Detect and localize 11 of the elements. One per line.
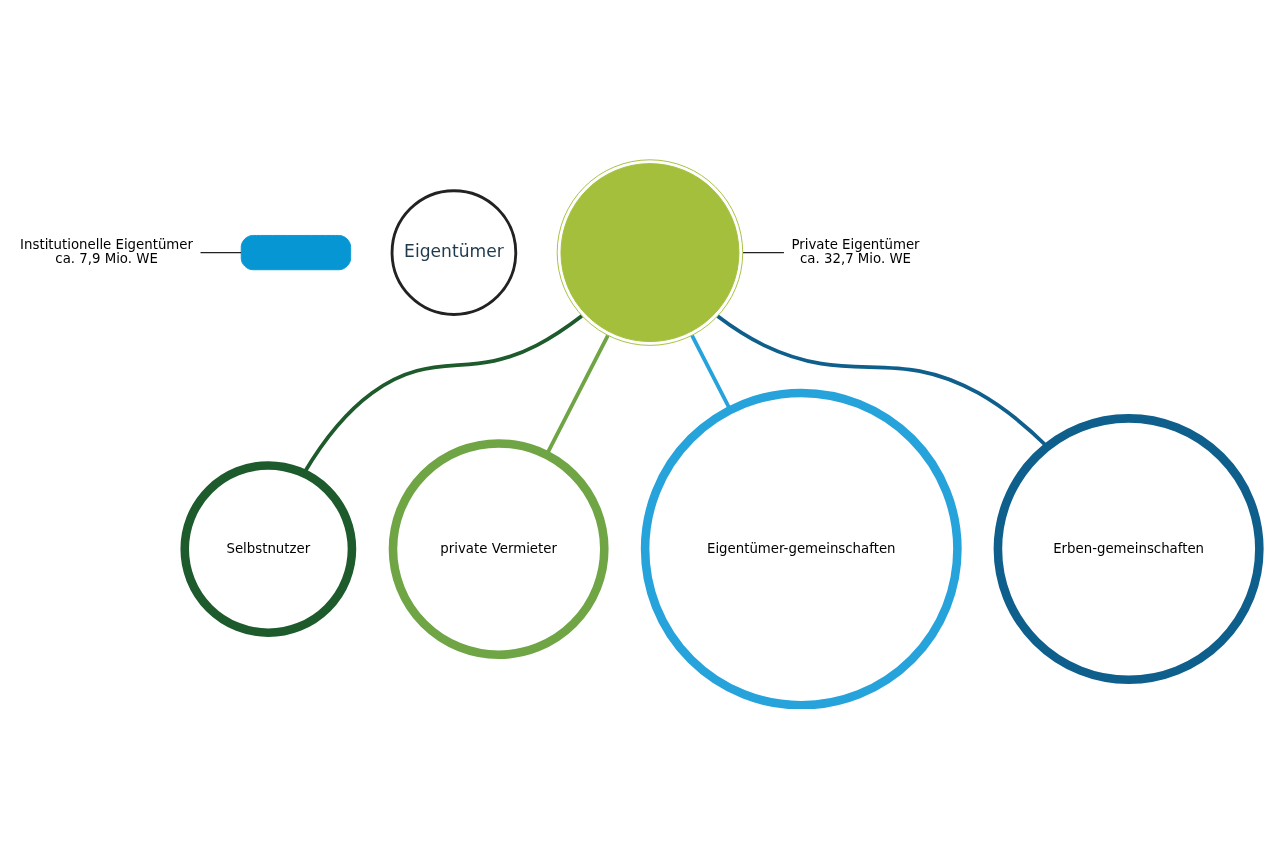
node-circle: Eigentümer-gemeinschaften [640,388,962,709]
connector [716,314,1049,448]
node-circle: Erben-gemeinschaften [993,414,1264,685]
node-circle: Eigentümer [390,189,518,316]
node-text: Institutionelle Eigentümer ca. 7,9 Mio. WE [20,236,193,267]
node-arc [240,235,352,271]
node-text: Private Eigentümer ca. 32,7 Mio. WE [791,236,920,267]
node-circle: Selbstnutzer [180,461,357,637]
connector [199,251,242,254]
node-circle: private Vermieter [388,439,609,659]
connector [742,251,785,254]
